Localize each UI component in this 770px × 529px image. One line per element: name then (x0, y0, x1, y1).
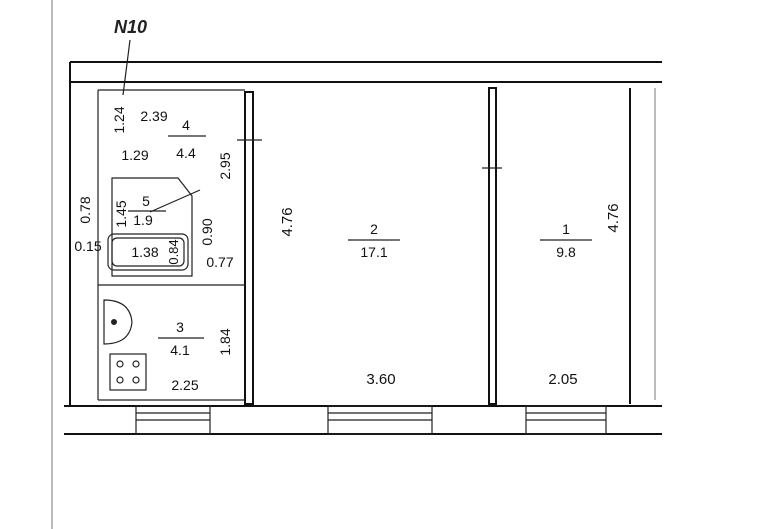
window-room3 (135, 405, 211, 435)
room-2-length: 4.76 (279, 207, 296, 236)
room-1-area: 9.8 (556, 244, 576, 260)
stove-icon (109, 353, 147, 391)
room-4-area: 4.4 (176, 145, 196, 161)
room-3-width: 2.25 (171, 377, 198, 393)
room-4-label: 4 4.4 (168, 117, 206, 161)
room-3-label: 3 4.1 (158, 319, 204, 358)
bath-width: 0.90 (199, 218, 215, 245)
interior-walls (97, 87, 631, 405)
room-1-label: 1 9.8 (540, 221, 592, 260)
sink-icon (103, 299, 133, 345)
window-room1 (525, 405, 607, 435)
bathroom-door-swing (149, 189, 201, 213)
tub-width: 0.84 (166, 239, 181, 264)
room-1-length: 4.76 (605, 203, 622, 232)
hall-length: 2.95 (217, 152, 233, 179)
hall-width-bottom: 1.29 (121, 147, 148, 163)
bath-wall: 0.78 (77, 196, 93, 223)
apartment-number: N10 (114, 17, 147, 37)
bathtub-inner (111, 237, 185, 267)
room-3-length: 1.84 (217, 328, 233, 355)
room-5-area: 1.9 (133, 212, 153, 228)
room-2-number: 2 (370, 221, 378, 237)
room-2-area: 17.1 (360, 244, 387, 260)
window-room2 (327, 405, 433, 435)
hall-depth: 1.24 (111, 106, 127, 133)
bathtub (107, 233, 189, 271)
room-1-width: 2.05 (548, 371, 577, 388)
bathtub-label: 1.38 (131, 244, 158, 260)
room-5-number: 5 (142, 193, 150, 209)
bath-offset: 0.15 (74, 238, 101, 254)
room-2-label: 2 17.1 (348, 221, 400, 260)
tub-end: 0.77 (206, 254, 233, 270)
room-3-number: 3 (176, 319, 184, 335)
hall-width-top: 2.39 (140, 108, 167, 124)
room-3-area: 4.1 (170, 342, 190, 358)
room-1-number: 1 (562, 221, 570, 237)
room-5-label: 5 1.9 (128, 193, 166, 228)
room-4-number: 4 (182, 117, 190, 133)
apartment-pointer (122, 39, 131, 96)
bath-length: 1.45 (113, 200, 129, 227)
room-2-width: 3.60 (366, 371, 395, 388)
